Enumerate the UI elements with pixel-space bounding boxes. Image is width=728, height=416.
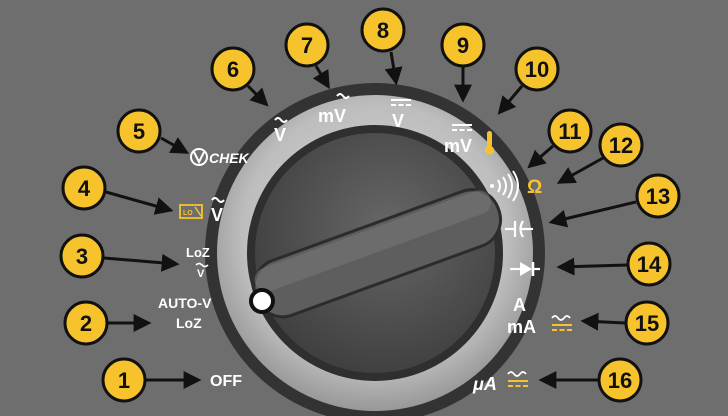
- rotary-dial: [205, 83, 545, 416]
- position-5: 5 CHEK: [116, 108, 250, 166]
- arrow-13: [548, 200, 637, 228]
- badge-12: [598, 122, 644, 168]
- arrow-15: [580, 312, 626, 331]
- arrow-7: [312, 65, 330, 90]
- position-2: 2 AUTO-V LoZ: [63, 295, 212, 346]
- ac-wave-icon-3: [195, 262, 209, 268]
- badge-3: [59, 233, 105, 279]
- badge-number-11: 11: [558, 119, 581, 144]
- arrow-8: [384, 51, 403, 86]
- badge-7: [284, 22, 330, 68]
- badge-number-15: 15: [635, 311, 659, 336]
- arrow-14: [556, 257, 628, 276]
- diode-icon: [510, 262, 540, 276]
- position-14: 14: [510, 241, 672, 287]
- ac-wave-icon-4: [211, 197, 225, 203]
- position-6: 6 V: [210, 46, 288, 145]
- badge-number-13: 13: [646, 184, 670, 209]
- position-4: 4 LO V: [61, 165, 225, 225]
- badge-number-5: 5: [133, 119, 145, 144]
- ac-wave-icon-6: [274, 117, 288, 123]
- position-10: 10: [497, 46, 560, 115]
- label-chek: CHEK: [209, 150, 250, 166]
- badge-8: [360, 7, 406, 53]
- label-v-6: V: [274, 125, 286, 145]
- position-11: 11: [490, 108, 593, 202]
- label-mv-7: mV: [318, 106, 346, 126]
- dial-indicator-dot: [249, 288, 275, 314]
- badge-number-10: 10: [525, 57, 549, 82]
- continuity-icon: [490, 170, 519, 202]
- ac-wave-icon-7: [336, 93, 350, 99]
- badge-number-7: 7: [301, 33, 313, 58]
- position-9: 9 mV: [440, 22, 494, 156]
- label-v-3: V: [197, 268, 205, 280]
- badge-number-1: 1: [118, 368, 130, 393]
- arrow-4: [105, 190, 174, 215]
- badge-9: [440, 22, 486, 68]
- badge-4: [61, 165, 107, 211]
- badge-2: [63, 300, 109, 346]
- dc-symbol-icon-9: [452, 124, 472, 131]
- badge-number-9: 9: [457, 33, 469, 58]
- arrow-6: [246, 84, 269, 107]
- arrow-5: [160, 136, 190, 154]
- arrow-3: [103, 253, 180, 272]
- position-1: 1 OFF: [101, 357, 242, 403]
- badge-15: [624, 300, 670, 346]
- position-12: 12 Ω: [527, 122, 644, 198]
- label-loz-3: LoZ: [186, 245, 210, 260]
- arrow-11: [527, 144, 554, 169]
- badge-number-6: 6: [227, 57, 239, 82]
- badge-10: [514, 46, 560, 92]
- badge-number-16: 16: [608, 368, 632, 393]
- label-auto-v: AUTO-V: [158, 295, 212, 311]
- arrow-10: [497, 85, 524, 115]
- label-ma: mA: [507, 317, 536, 337]
- badge-number-4: 4: [78, 176, 91, 201]
- badge-11: [547, 108, 593, 154]
- arrow-12: [556, 156, 604, 184]
- svg-text:LO: LO: [183, 210, 193, 217]
- ac-dc-symbol-icon-16: [507, 371, 528, 387]
- position-3: 3 LoZ V: [59, 233, 210, 280]
- lo-battery-icon: LO: [179, 204, 203, 219]
- badge-number-8: 8: [377, 18, 389, 43]
- ac-dc-symbol-icon-15: [551, 315, 572, 331]
- badge-13: [635, 173, 681, 219]
- label-v-4: V: [211, 205, 223, 225]
- label-loz-2: LoZ: [176, 315, 202, 331]
- label-mv-9: mV: [444, 136, 472, 156]
- position-16: 16 μA: [472, 357, 643, 403]
- badge-1: [101, 357, 147, 403]
- badge-6: [210, 46, 256, 92]
- position-8: 8 V: [360, 7, 411, 131]
- label-a: A: [513, 295, 526, 315]
- badge-14: [626, 241, 672, 287]
- badge-number-3: 3: [76, 244, 88, 269]
- position-15: 15 A mA: [507, 295, 670, 346]
- label-ohm: Ω: [527, 177, 542, 198]
- badge-5: [116, 108, 162, 154]
- capacitor-icon: [505, 220, 533, 238]
- v-check-icon: [190, 148, 208, 166]
- label-off: OFF: [210, 373, 242, 390]
- position-7: 7 mV: [284, 22, 350, 126]
- position-13: 13: [505, 173, 681, 238]
- label-ua: μA: [472, 374, 497, 394]
- badge-number-12: 12: [609, 133, 633, 158]
- label-v-8: V: [392, 111, 404, 131]
- badge-16: [597, 357, 643, 403]
- badge-number-14: 14: [637, 252, 662, 277]
- badge-number-2: 2: [80, 311, 92, 336]
- thermometer-icon: [485, 131, 494, 155]
- dc-symbol-icon-8: [391, 99, 411, 106]
